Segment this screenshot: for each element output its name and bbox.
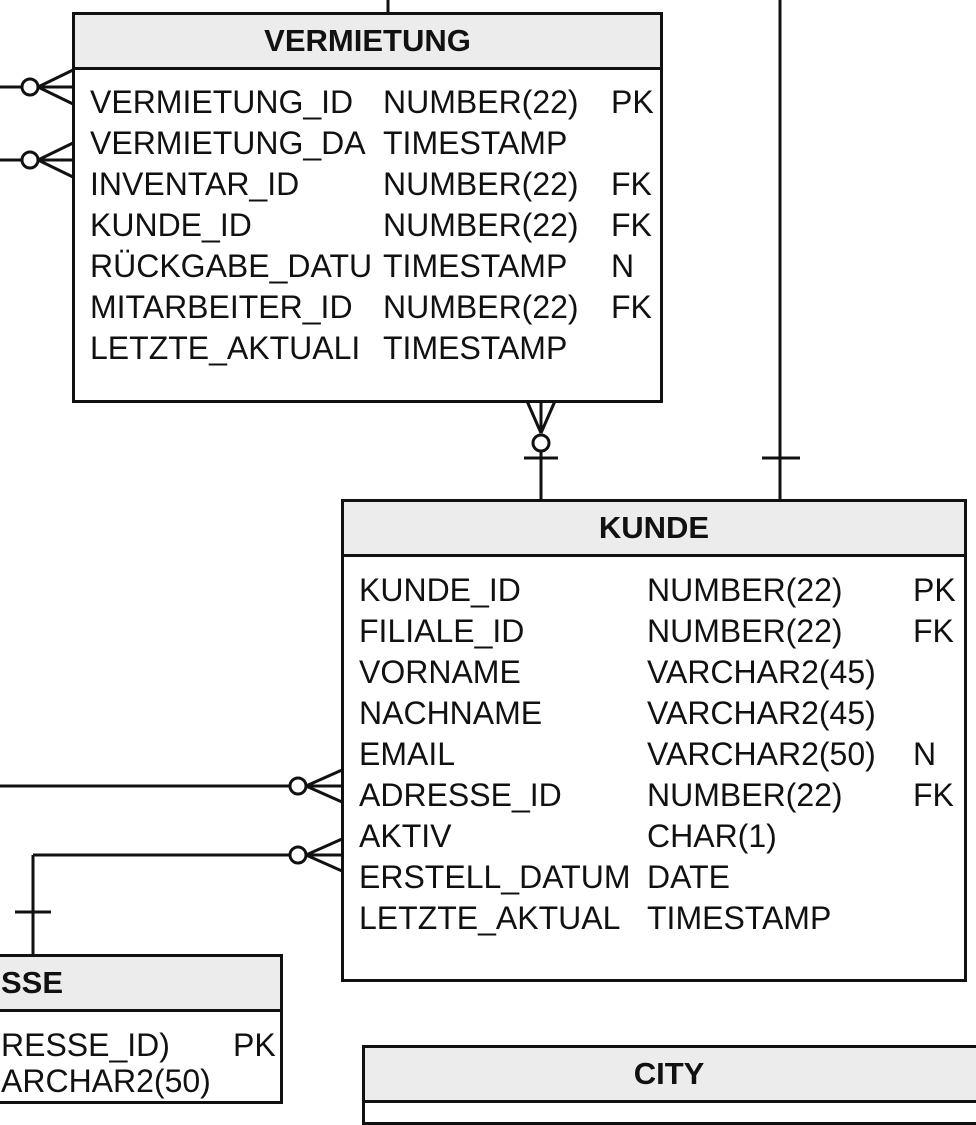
column-type: NUMBER(22) <box>383 84 579 120</box>
column-key: PK <box>913 572 956 608</box>
column-name: VERMIETUNG_DA <box>90 125 366 161</box>
column-key: FK <box>611 289 652 325</box>
column-row: VERMIETUNG_DA TIMESTAMP <box>75 123 660 164</box>
column-row: RÜCKGABE_DATU TIMESTAMP N <box>75 246 660 287</box>
column-type: VARCHAR2(45) <box>647 654 876 690</box>
column-row: KUNDE_ID NUMBER(22) PK <box>344 570 964 611</box>
column-row: EMAIL VARCHAR2(50) N <box>344 734 964 775</box>
column-type: VARCHAR2(45) <box>647 695 876 731</box>
column-key: FK <box>611 207 652 243</box>
column-row: AKTIV CHAR(1) <box>344 816 964 857</box>
column-name: VORNAME <box>359 654 521 690</box>
column-key: FK <box>913 613 954 649</box>
column-name: RÜCKGABE_DATU <box>90 248 373 284</box>
column-row: FILIALE_ID NUMBER(22) FK <box>344 611 964 652</box>
column-key: FK <box>913 777 954 813</box>
column-type: VARCHAR2(50) <box>647 736 876 772</box>
column-row: RESSE_ID) PK <box>0 1025 280 1066</box>
column-name: AKTIV <box>359 818 452 854</box>
column-row: VERMIETUNG_ID NUMBER(22) PK <box>75 82 660 123</box>
column-type: NUMBER(22) <box>383 289 579 325</box>
column-type: TIMESTAMP <box>383 330 568 366</box>
column-row: ARCHAR2(50) <box>0 1061 280 1101</box>
column-row: MITARBEITER_ID NUMBER(22) FK <box>75 287 660 328</box>
column-type: NUMBER(22) <box>647 572 843 608</box>
column-name: KUNDE_ID <box>90 207 252 243</box>
column-key: FK <box>611 166 652 202</box>
column-type: NUMBER(22) <box>383 166 579 202</box>
entity-title: KUNDE <box>344 502 964 557</box>
zero-or-many-marker <box>0 68 74 106</box>
zero-or-many-marker <box>524 400 558 500</box>
column-type: NUMBER(22) <box>383 207 579 243</box>
column-row: LETZTE_AKTUALI TIMESTAMP <box>75 328 660 369</box>
column-name: NACHNAME <box>359 695 543 731</box>
column-row: INVENTAR_ID NUMBER(22) FK <box>75 164 660 205</box>
column-type: TIMESTAMP <box>647 900 832 936</box>
column-key: PK <box>233 1027 276 1063</box>
column-name: ARCHAR2(50) <box>1 1063 211 1099</box>
column-name: MITARBEITER_ID <box>90 289 353 325</box>
column-name: ADRESSE_ID <box>359 777 562 813</box>
column-name: ERSTELL_DATUM <box>359 859 631 895</box>
column-row: NACHNAME VARCHAR2(45) <box>344 693 964 734</box>
column-row: ERSTELL_DATUM DATE <box>344 857 964 898</box>
column-row: LETZTE_AKTUAL TIMESTAMP <box>344 898 964 939</box>
entity-title: CITY <box>365 1048 976 1103</box>
entity-city[interactable]: CITY <box>362 1045 976 1125</box>
column-name: INVENTAR_ID <box>90 166 300 202</box>
column-type: TIMESTAMP <box>383 125 568 161</box>
column-type: NUMBER(22) <box>647 613 843 649</box>
zero-or-many-marker <box>15 837 343 955</box>
column-key: PK <box>611 84 654 120</box>
column-key: N <box>611 248 635 284</box>
column-row: KUNDE_ID NUMBER(22) FK <box>75 205 660 246</box>
entity-adresse[interactable]: SSE RESSE_ID) PK ARCHAR2(50) <box>0 954 283 1104</box>
column-type: CHAR(1) <box>647 818 777 854</box>
column-name: KUNDE_ID <box>359 572 521 608</box>
column-name: EMAIL <box>359 736 456 772</box>
relationship-lines <box>0 0 800 955</box>
column-name: RESSE_ID) <box>1 1027 170 1063</box>
zero-or-many-marker <box>0 141 74 179</box>
column-type: TIMESTAMP <box>383 248 568 284</box>
column-name: LETZTE_AKTUALI <box>90 330 361 366</box>
column-row: VORNAME VARCHAR2(45) <box>344 652 964 693</box>
entity-kunde[interactable]: KUNDE KUNDE_ID NUMBER(22) PK FILIALE_ID NUMB… <box>341 499 967 982</box>
column-type: NUMBER(22) <box>647 777 843 813</box>
entity-title: VERMIETUNG <box>75 15 660 70</box>
column-name: LETZTE_AKTUAL <box>359 900 621 936</box>
column-name: FILIALE_ID <box>359 613 525 649</box>
zero-or-many-marker <box>0 768 343 804</box>
column-type: DATE <box>647 859 730 895</box>
column-row: ADRESSE_ID NUMBER(22) FK <box>344 775 964 816</box>
entity-title: SSE <box>0 957 280 1012</box>
column-name: VERMIETUNG_ID <box>90 84 354 120</box>
column-key: N <box>913 736 937 772</box>
